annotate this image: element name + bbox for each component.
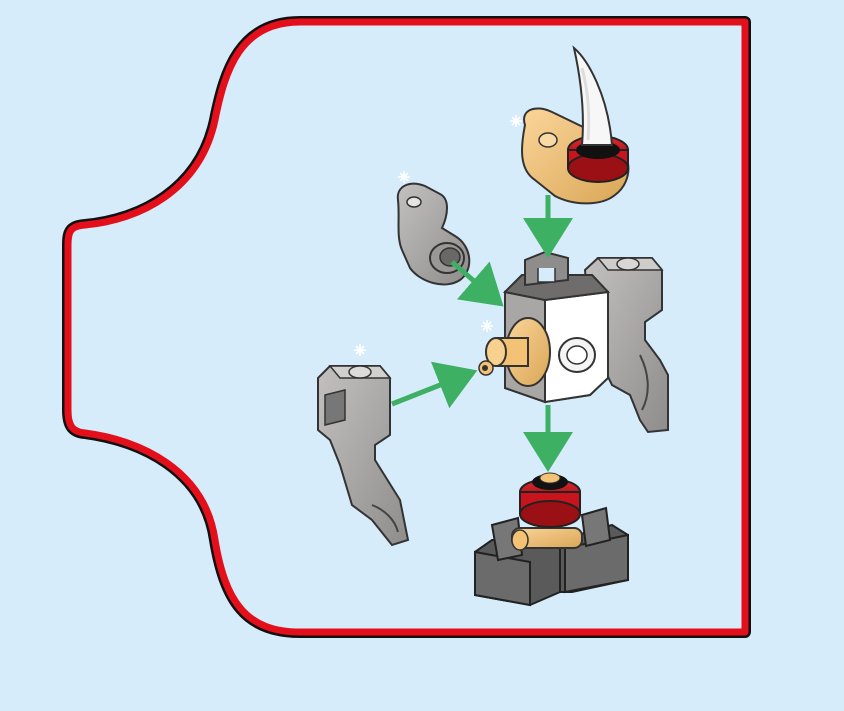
base-assembly-icon [474,472,629,607]
gray-arm-icon-left [317,344,410,547]
arrow-from-left-arm [391,361,478,409]
tan-plate-with-horn-icon [510,45,630,205]
arrow-from-bracket [450,260,504,307]
tan-hub-icon [478,317,551,387]
assembly-arrows [391,195,573,472]
